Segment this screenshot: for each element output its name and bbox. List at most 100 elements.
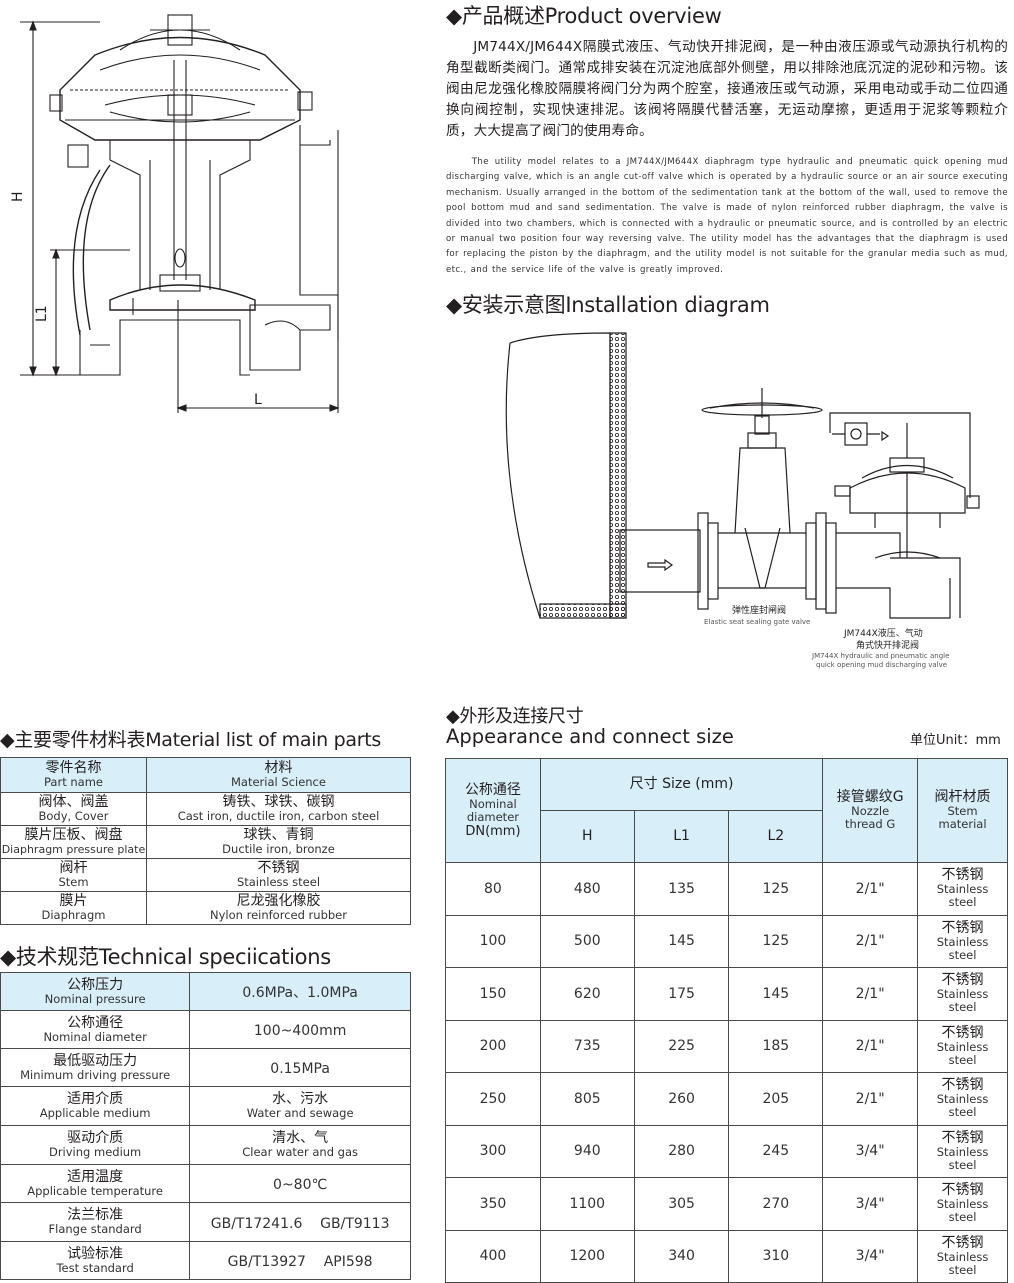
- table-cell: 480: [539, 862, 635, 916]
- table-cell: 1200: [539, 1229, 635, 1283]
- cell-text: Stem: [947, 804, 978, 818]
- table-cell: L1: [633, 810, 730, 863]
- cell-text: 尼龙强化橡胶: [236, 893, 321, 909]
- main-valve-label-en2: quick opening mud discharging valve: [816, 661, 947, 669]
- cell-text: 不锈钢: [941, 919, 984, 936]
- cell-text: Diaphragm: [41, 908, 106, 922]
- cell-text: H: [582, 828, 593, 844]
- cell-text: 0.15MPa: [270, 1061, 330, 1077]
- table-cell: 1100: [539, 1177, 635, 1231]
- table-cell: GB/T17241.6 GB/T9113: [189, 1202, 411, 1242]
- table-cell: 245: [728, 1124, 824, 1178]
- cell-text: GB/T13927 API598: [227, 1254, 373, 1270]
- table-cell: 310: [728, 1229, 824, 1283]
- cell-text: 不锈钢: [941, 1077, 984, 1094]
- table-cell: 270: [728, 1177, 824, 1231]
- installation-diagram: 弹性座封闸阀 Elastic seat sealing gate valve J…: [505, 332, 980, 669]
- cell-text: Nominal diameter: [43, 1029, 147, 1044]
- cell-text: 不锈钢: [941, 1182, 984, 1199]
- table-cell: 135: [633, 862, 730, 916]
- dimensions-header-dn: 公称通径 Nominal diameter DN(mm): [445, 758, 541, 863]
- installation-heading: ◆安装示意图Installation diagram: [446, 293, 770, 317]
- cell-text: Stainless: [936, 1249, 989, 1264]
- table-cell: 150: [445, 967, 541, 1021]
- gate-valve-label-zh: 弹性座封闸阀: [732, 604, 786, 616]
- cell-text: Driving medium: [48, 1145, 142, 1159]
- table-cell: 2/1": [822, 1019, 919, 1073]
- gate-valve-label-en: Elastic seat sealing gate valve: [704, 618, 810, 626]
- table-cell: 340: [633, 1229, 730, 1283]
- table-cell: L2: [728, 810, 824, 863]
- main-valve-label-zh2: 角式快开排泥阀: [856, 639, 919, 651]
- cell-text: 铸铁、球铁、碳钢: [222, 794, 335, 810]
- dimensions-header-stem: 阀杆材质 Stem material: [917, 758, 1008, 863]
- table-cell: 2/1": [822, 1072, 919, 1126]
- cell-text: steel: [948, 1157, 977, 1172]
- cell-text: GB/T17241.6 GB/T9113: [210, 1215, 390, 1232]
- table-cell: 620: [539, 967, 635, 1021]
- cell-text: 最低驱动压力: [53, 1052, 138, 1069]
- cell-text: Minimum driving pressure: [20, 1067, 171, 1082]
- cell-text: 不锈钢: [941, 1129, 984, 1146]
- cell-text: 球铁、青铜: [243, 827, 314, 843]
- table-cell: 280: [633, 1124, 730, 1178]
- cell-text: L1: [673, 828, 690, 844]
- cell-text: 公称压力: [67, 976, 124, 993]
- cell-text: Stainless: [936, 1039, 989, 1054]
- dimensions-header-thread: 接管螺纹G Nozzle thread G: [822, 758, 919, 863]
- cell-text: 不锈钢: [941, 972, 984, 989]
- cell-text: 阀体、阀盖: [38, 794, 109, 810]
- cell-text: 不锈钢: [941, 1024, 984, 1041]
- cell-text: 水、污水: [272, 1091, 329, 1107]
- cell-text: Material Science: [231, 775, 326, 789]
- cell-text: Test standard: [56, 1260, 134, 1275]
- cell-text: steel: [948, 947, 977, 962]
- table-cell: 0.6MPa、1.0MPa: [189, 972, 411, 1011]
- label-h: H: [10, 191, 26, 202]
- table-cell: 2/1": [822, 967, 919, 1021]
- table-cell: 2/1": [822, 914, 919, 968]
- cell-text: Part name: [44, 775, 103, 789]
- table-cell: 100~400mm: [189, 1010, 411, 1049]
- table-cell: H: [539, 810, 635, 863]
- table-cell: 205: [728, 1072, 824, 1126]
- cell-text: 适用介质: [67, 1091, 124, 1107]
- cell-text: Stainless: [936, 1092, 989, 1107]
- table-cell: 260: [633, 1072, 730, 1126]
- overview-heading: ◆产品概述Product overview: [446, 4, 722, 28]
- cell-text: Nominal pressure: [44, 991, 146, 1006]
- table-cell: 3/4": [822, 1124, 919, 1178]
- cell-text: 膜片: [59, 893, 88, 909]
- main-valve-label-en1: JM744X hydraulic and pneumatic angle: [811, 652, 949, 660]
- cell-text: 适用温度: [67, 1168, 124, 1185]
- table-cell: 125: [728, 914, 824, 968]
- table-cell: 0.15MPa: [189, 1048, 411, 1087]
- table-cell: 225: [633, 1019, 730, 1073]
- cell-text: 膜片压板、阀盘: [24, 827, 123, 843]
- cell-text: Applicable medium: [39, 1106, 151, 1120]
- table-cell: 185: [728, 1019, 824, 1073]
